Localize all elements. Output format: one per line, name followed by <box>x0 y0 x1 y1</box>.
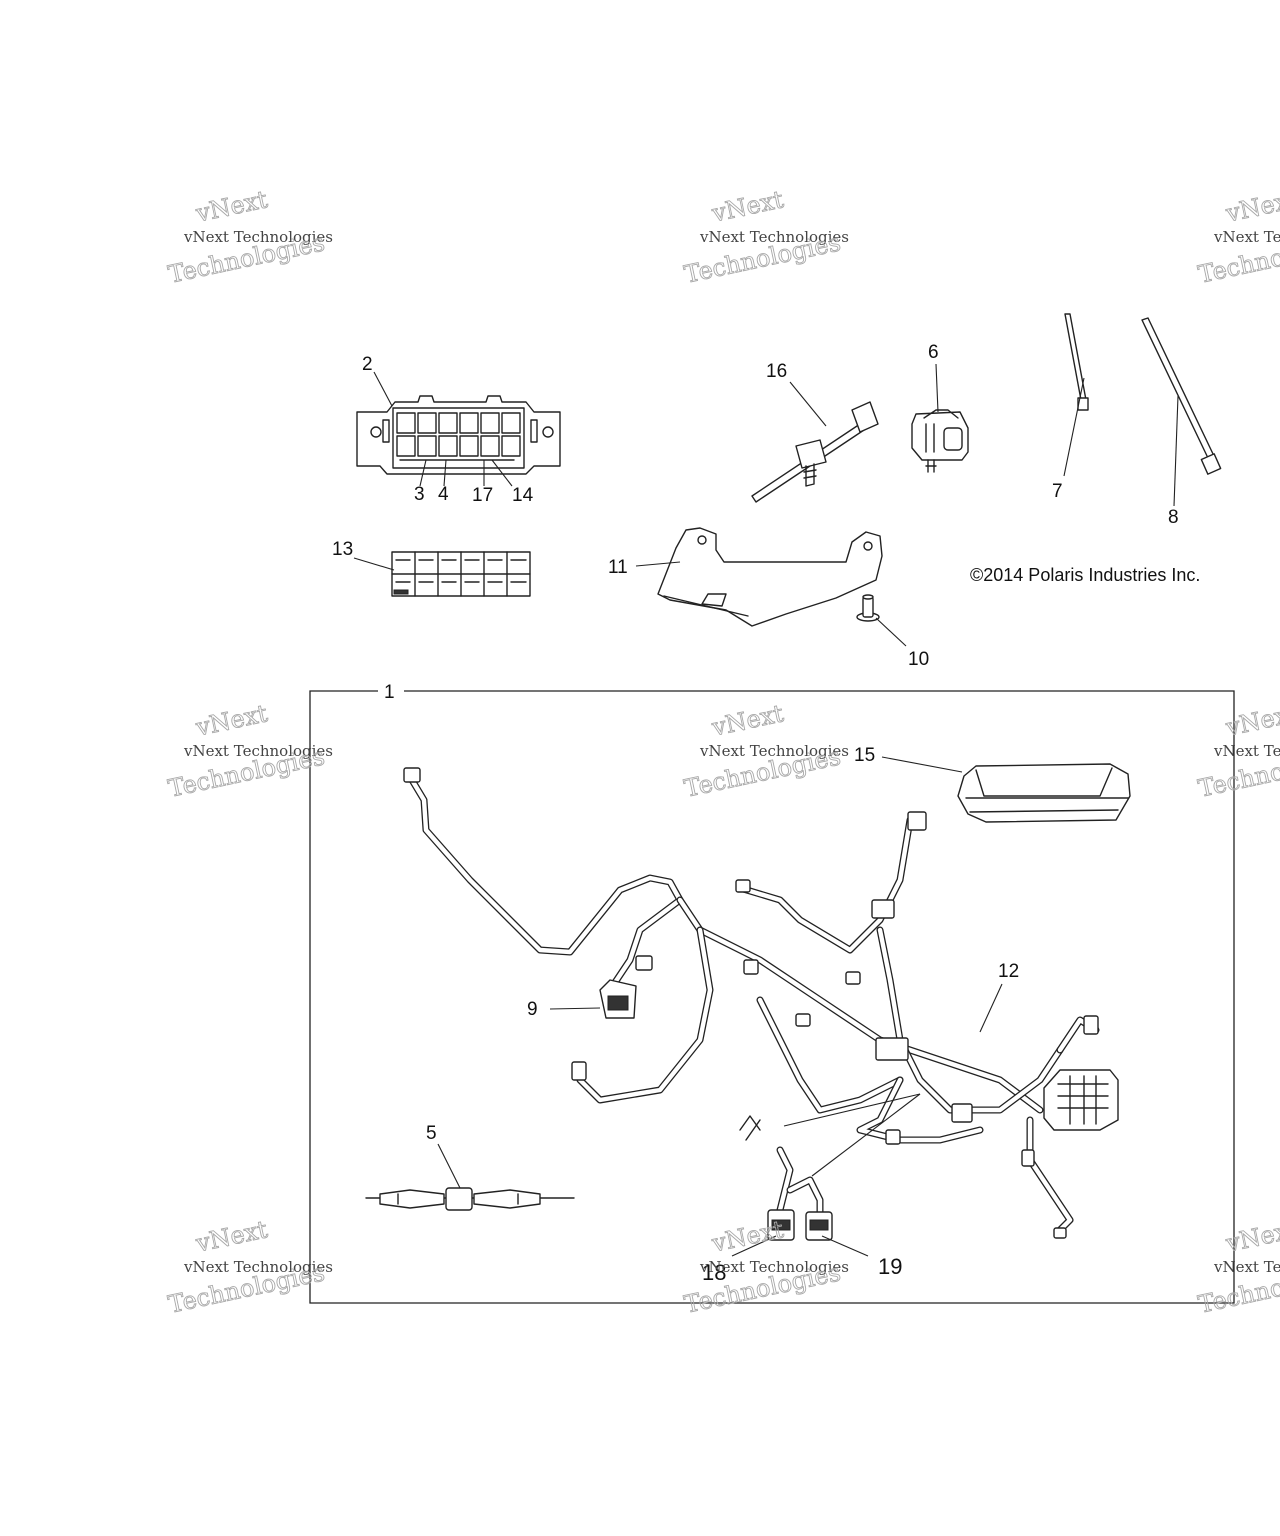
svg-text:vNext Technologies: vNext Technologies <box>183 1258 333 1276</box>
part-11-bracket <box>657 527 883 627</box>
watermark: vNext Technologies vNext Technologies <box>681 185 849 289</box>
part-8-cable-tie-long <box>1141 317 1222 475</box>
watermark: vNext Technologies vNext Technologies <box>165 185 333 289</box>
callout-19: 19 <box>878 1254 902 1279</box>
svg-text:vNext Technologies: vNext Technologies <box>183 742 333 760</box>
svg-text:vNext Technologies: vNext Technologies <box>699 742 849 760</box>
callout-8: 8 <box>1168 507 1179 528</box>
svg-text:vNext Technologies: vNext Technologies <box>183 228 333 246</box>
svg-text:vNext: vNext <box>1223 185 1280 228</box>
callout-12: 12 <box>998 961 1019 982</box>
svg-text:vNext: vNext <box>709 699 787 742</box>
svg-text:vNext: vNext <box>193 185 271 228</box>
harness-assembly-frame <box>309 690 1235 1304</box>
callout-numbers: 1 2 3 4 5 6 7 8 9 10 11 12 13 14 15 16 1… <box>332 342 1179 1285</box>
svg-text:vNext Technologies: vNext Technologies <box>1213 228 1280 246</box>
part-15-cover <box>957 763 1131 823</box>
part-16-clip-tie <box>751 401 879 503</box>
callout-4: 4 <box>438 484 449 505</box>
part-5-inline-fuse <box>365 1187 575 1211</box>
callout-5: 5 <box>426 1123 437 1144</box>
svg-text:vNext: vNext <box>193 1215 271 1258</box>
svg-text:vNext Technologies: vNext Technologies <box>699 1258 849 1276</box>
svg-text:vNext: vNext <box>1223 699 1280 742</box>
callout-7: 7 <box>1052 481 1063 502</box>
watermark: vNext Technologies vNext Technologies <box>1195 699 1280 803</box>
svg-text:vNext: vNext <box>1223 1215 1280 1258</box>
relay-grid <box>396 412 521 461</box>
svg-text:vNext: vNext <box>709 1215 787 1258</box>
callout-13: 13 <box>332 539 353 560</box>
watermark: vNext Technologies vNext Technologies <box>165 1215 333 1319</box>
svg-text:vNext: vNext <box>193 699 271 742</box>
watermarks: vNext Technologies vNext Technologies vN… <box>165 185 1280 1319</box>
svg-text:vNext Technologies: vNext Technologies <box>699 228 849 246</box>
callout-10: 10 <box>908 649 929 670</box>
copyright-notice: ©2014 Polaris Industries Inc. <box>970 565 1200 585</box>
part-2-fuse-box <box>356 395 561 475</box>
callout-11: 11 <box>608 557 628 578</box>
callout-2: 2 <box>362 354 373 375</box>
svg-text:vNext Technologies: vNext Technologies <box>1213 1258 1280 1276</box>
callout-18: 18 <box>702 1260 726 1285</box>
part-13-relay-label <box>391 551 531 597</box>
svg-text:vNext Technologies: vNext Technologies <box>1213 742 1280 760</box>
leader-lines <box>353 363 1179 1257</box>
part-7-cable-tie <box>1064 313 1089 411</box>
callout-15: 15 <box>854 745 875 766</box>
watermark: vNext Technologies vNext Technologies <box>1195 185 1280 289</box>
part-6-connector <box>911 409 969 473</box>
watermark: vNext Technologies vNext Technologies <box>681 699 849 803</box>
watermark: vNext Technologies vNext Technologies <box>1195 1215 1280 1319</box>
part-10-push-pin <box>856 594 880 622</box>
callout-1: 1 <box>384 682 395 703</box>
svg-text:vNext: vNext <box>709 185 787 228</box>
callout-16: 16 <box>766 361 787 382</box>
callout-3: 3 <box>414 484 425 505</box>
callout-14: 14 <box>512 485 534 506</box>
watermark: vNext Technologies vNext Technologies <box>165 699 333 803</box>
part-12-main-harness <box>403 767 1119 1241</box>
callout-6: 6 <box>928 342 939 363</box>
callout-17: 17 <box>472 485 493 506</box>
callout-9: 9 <box>527 999 538 1020</box>
